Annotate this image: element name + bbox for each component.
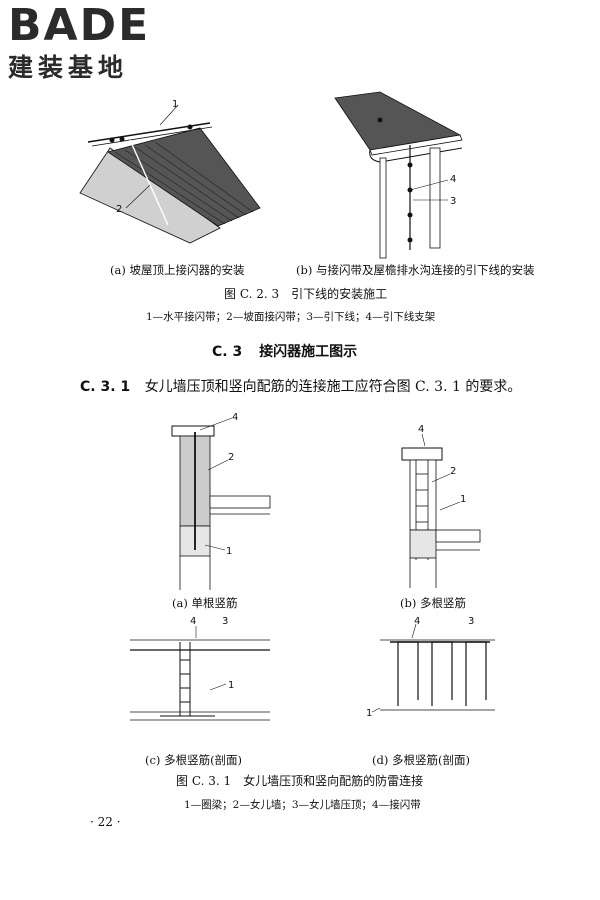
- fig-c23-legend: 1—水平接闪带；2—坡面接闪带；3—引下线；4—引下线支架: [146, 311, 436, 323]
- fig-c23-label: 2: [116, 204, 122, 215]
- fig-c31-caption-b: (b) 多根竖筋: [400, 596, 466, 610]
- fig-c31-label: 1: [366, 708, 372, 719]
- fig-c31-caption-d: (d) 多根竖筋(剖面): [372, 753, 470, 767]
- roof-drawing-b: 4 3: [334, 91, 463, 259]
- fig-c23-label: 3: [450, 196, 456, 207]
- fig-c31-label: 2: [228, 452, 234, 463]
- fig-c31-label: 1: [228, 680, 234, 691]
- logo-subtitle: 建装基地: [8, 53, 129, 82]
- section-title: 接闪器施工图示: [259, 344, 358, 360]
- parapet-drawing-b: 4 2 1: [401, 424, 481, 588]
- section-number: C. 3: [212, 344, 243, 360]
- clause-text: 女儿墙压顶和竖向配筋的连接施工应符合图 C. 3. 1 的要求。: [144, 379, 522, 395]
- fig-c31-caption-a: (a) 单根竖筋: [172, 596, 238, 610]
- fig-c31-label: 1: [226, 546, 232, 557]
- roof-drawing-a: 1 2: [79, 99, 261, 244]
- fig-c23-title: 图 C. 2. 3 引下线的安装施工: [224, 287, 388, 301]
- fig-c23-label: 4: [450, 174, 456, 185]
- figure-c31-drawings: 4 2 1 4 2 1: [130, 412, 495, 721]
- fig-c31-label: 3: [468, 616, 474, 627]
- fig-c31-caption-c: (c) 多根竖筋(剖面): [145, 753, 243, 767]
- logo-wordmark: BADE: [8, 0, 151, 51]
- fig-c23-caption-a: (a) 坡屋顶上接闪器的安装: [110, 263, 245, 277]
- clause-c31: C. 3. 1 女儿墙压顶和竖向配筋的连接施工应符合图 C. 3. 1 的要求。: [80, 376, 521, 396]
- page-number: · 22 ·: [90, 815, 121, 829]
- parapet-section-d: 4 3 1: [366, 616, 495, 719]
- fig-c23-caption-b: (b) 与接闪带及屋檐排水沟连接的引下线的安装: [296, 263, 535, 277]
- fig-c31-label: 4: [232, 412, 238, 423]
- fig-c31-label: 4: [414, 616, 420, 627]
- bade-logo: BADE 建装基地: [8, 4, 150, 82]
- fig-c31-label: 1: [460, 494, 466, 505]
- fig-c23-label: 1: [172, 99, 178, 110]
- clause-number: C. 3. 1: [80, 379, 131, 395]
- fig-c31-title: 图 C. 3. 1 女儿墙压顶和竖向配筋的防雷连接: [176, 774, 424, 788]
- figure-c23-drawings: 1 2 4 3: [79, 91, 463, 259]
- parapet-section-c: 4 3 1: [130, 616, 270, 721]
- fig-c31-label: 4: [418, 424, 424, 435]
- fig-c31-label: 4: [190, 616, 196, 627]
- fig-c31-legend: 1—圈梁；2—女儿墙；3—女儿墙压顶；4—接闪带: [184, 799, 421, 811]
- fig-c31-label: 2: [450, 466, 456, 477]
- section-heading: C. 3 接闪器施工图示: [212, 341, 357, 361]
- fig-c31-label: 3: [222, 616, 228, 627]
- parapet-drawing-a: 4 2 1: [171, 412, 271, 590]
